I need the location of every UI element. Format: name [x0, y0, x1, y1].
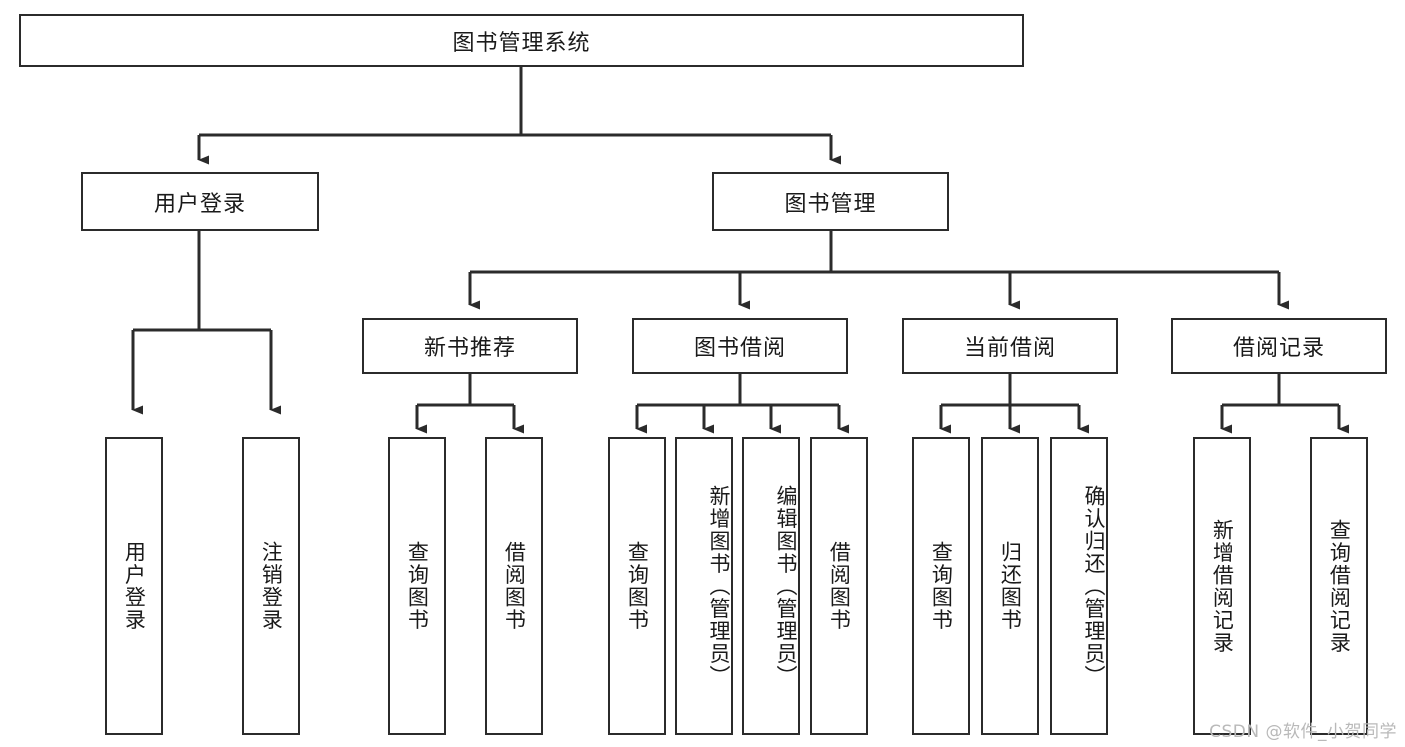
node-label: 图书管理系统	[452, 30, 591, 56]
node-label: 新增图书（管理员）	[707, 484, 731, 688]
node-label: 借阅图书	[827, 541, 852, 631]
leaf-query-book-recommend[interactable]: 查询图书	[388, 437, 446, 735]
node-label: 借阅图书	[502, 541, 527, 631]
node-label: 确认归还（管理员）	[1082, 484, 1106, 688]
node-root-book-management-system[interactable]: 图书管理系统	[19, 14, 1024, 67]
node-borrow-record[interactable]: 借阅记录	[1171, 318, 1387, 374]
leaf-query-book-current[interactable]: 查询图书	[912, 437, 970, 735]
leaf-user-login[interactable]: 用户登录	[105, 437, 163, 735]
node-label: 当前借阅	[963, 336, 1056, 361]
leaf-logout[interactable]: 注销登录	[242, 437, 300, 735]
node-label: 借阅记录	[1232, 336, 1325, 361]
node-current-borrow[interactable]: 当前借阅	[902, 318, 1118, 374]
node-book-borrow[interactable]: 图书借阅	[632, 318, 848, 374]
node-label: 用户登录	[122, 541, 147, 631]
node-book-management[interactable]: 图书管理	[712, 172, 949, 231]
node-label: 新增借阅记录	[1210, 518, 1235, 654]
leaf-add-borrow-record[interactable]: 新增借阅记录	[1193, 437, 1251, 735]
node-label: 新书推荐	[423, 336, 516, 361]
leaf-edit-book-admin[interactable]: 编辑图书（管理员）	[742, 437, 800, 735]
leaf-confirm-return-admin[interactable]: 确认归还（管理员）	[1050, 437, 1108, 735]
node-label: 归还图书	[998, 541, 1023, 631]
node-label: 查询图书	[929, 541, 954, 631]
leaf-borrow-book-recommend[interactable]: 借阅图书	[485, 437, 543, 735]
node-user-login[interactable]: 用户登录	[81, 172, 319, 231]
node-label: 编辑图书（管理员）	[774, 484, 798, 688]
node-label: 图书管理	[784, 191, 877, 217]
node-label: 用户登录	[153, 191, 246, 217]
node-label: 图书借阅	[693, 336, 786, 361]
leaf-query-borrow-record[interactable]: 查询借阅记录	[1310, 437, 1368, 735]
node-label: 注销登录	[259, 541, 284, 631]
leaf-borrow-book[interactable]: 借阅图书	[810, 437, 868, 735]
node-new-book-recommend[interactable]: 新书推荐	[362, 318, 578, 374]
leaf-return-book[interactable]: 归还图书	[981, 437, 1039, 735]
node-label: 查询图书	[405, 541, 430, 631]
node-label: 查询图书	[625, 541, 650, 631]
node-label: 查询借阅记录	[1327, 518, 1352, 654]
leaf-query-book-borrow[interactable]: 查询图书	[608, 437, 666, 735]
leaf-add-book-admin[interactable]: 新增图书（管理员）	[675, 437, 733, 735]
